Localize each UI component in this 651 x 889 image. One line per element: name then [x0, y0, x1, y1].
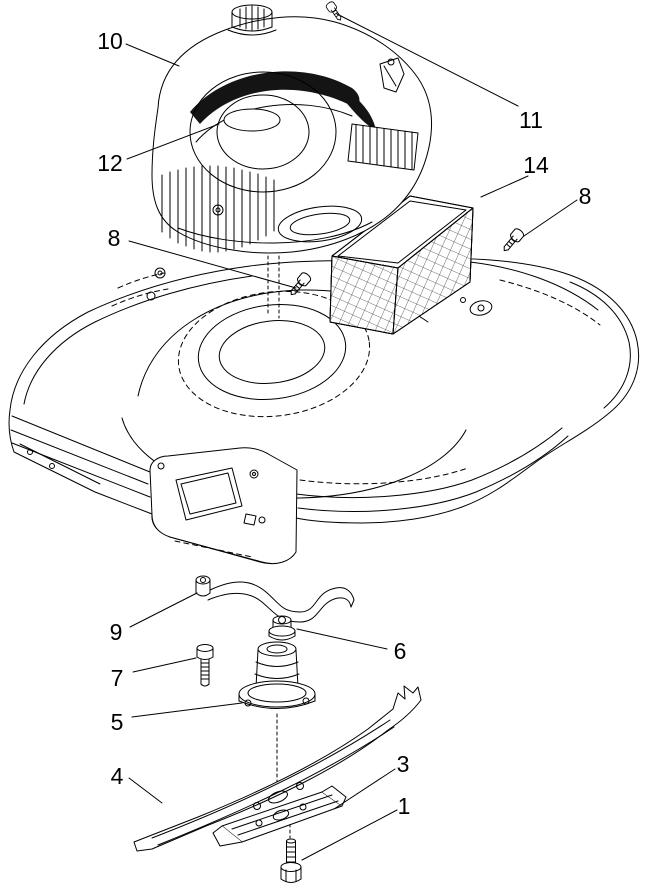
callout-14: 14 — [523, 152, 549, 178]
engine-label-decal — [223, 108, 281, 132]
bolt-7 — [196, 644, 214, 687]
bolt-8-right — [499, 226, 526, 255]
engine-guard-basket — [329, 195, 474, 335]
callout-12: 12 — [97, 150, 123, 176]
deck-center-opening — [197, 303, 347, 401]
screw-top — [324, 0, 345, 23]
blade-accelerator-plate-3 — [212, 785, 347, 847]
callout-10: 10 — [97, 28, 123, 54]
blade-center-hole — [268, 790, 288, 804]
callout-6: 6 — [394, 638, 407, 664]
fuel-cap — [227, 4, 277, 36]
blade-bolt-1 — [280, 838, 302, 883]
leader-lines — [125, 13, 578, 861]
callout-8-left: 8 — [108, 225, 121, 251]
oil-fill-funnel — [379, 57, 405, 93]
cutting-blade-4 — [133, 685, 422, 852]
brake-bar-and-spacer — [195, 575, 355, 623]
mower-deck-housing — [8, 258, 640, 565]
callout-11: 11 — [519, 107, 543, 133]
flange-nut-6 — [268, 615, 296, 641]
callout-8-right: 8 — [579, 183, 592, 209]
callout-3: 3 — [397, 751, 410, 777]
callout-5: 5 — [111, 709, 124, 735]
cooling-fins — [161, 165, 275, 253]
handle-mount-bracket — [149, 447, 298, 565]
callout-1: 1 — [398, 793, 411, 819]
engine-assembly — [151, 4, 432, 254]
callout-labels: 10 11 12 14 8 8 9 7 6 5 4 3 1 — [97, 28, 591, 819]
blade-driver-5 — [238, 641, 316, 709]
muffler-shield — [347, 123, 419, 171]
callout-9: 9 — [110, 619, 123, 645]
deck-side-hole — [469, 300, 493, 316]
callout-7: 7 — [111, 665, 124, 691]
callout-4: 4 — [111, 763, 124, 789]
